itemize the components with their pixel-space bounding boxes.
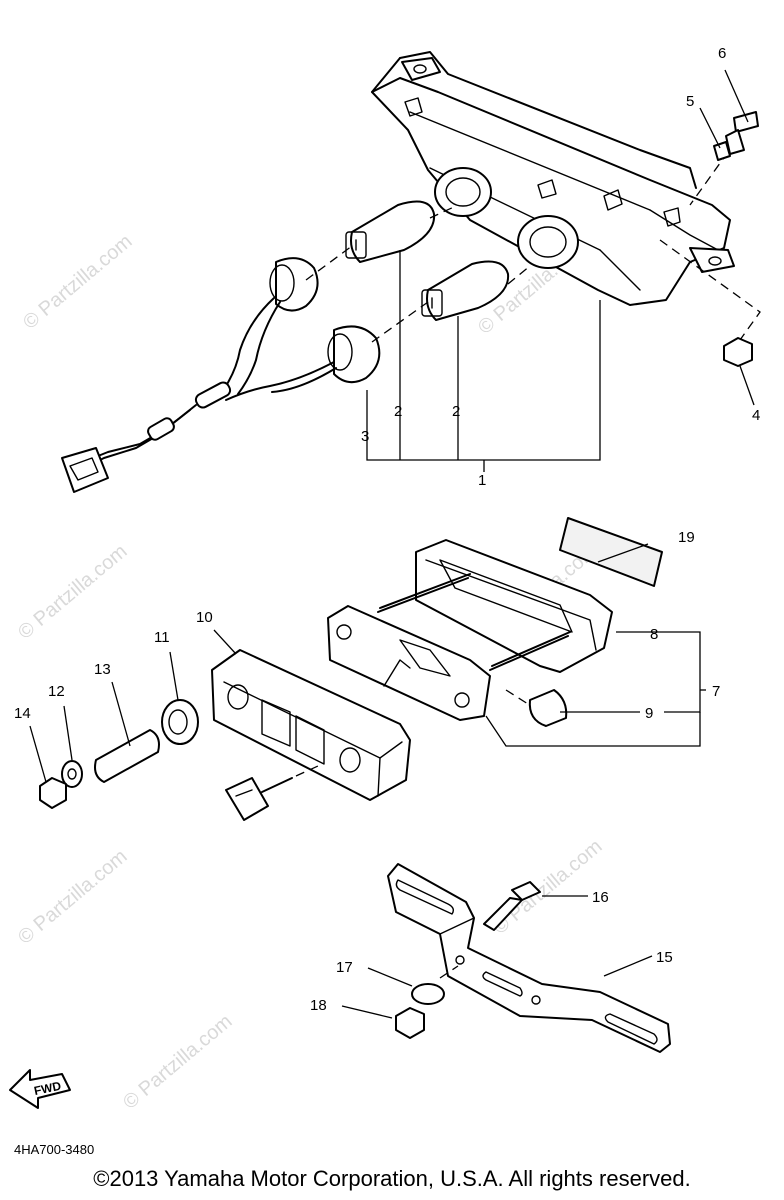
callout-16: 16 <box>592 889 609 906</box>
gasket-plate <box>327 605 491 721</box>
callout-4: 4 <box>752 407 760 424</box>
watermark: © Partzilla.com <box>489 835 606 938</box>
leader-lines-bottom <box>341 895 653 1019</box>
washer-17 <box>411 983 445 1005</box>
callout-7: 7 <box>712 683 720 700</box>
nut-18 <box>395 1007 425 1039</box>
callout-9: 9 <box>645 705 653 722</box>
grommet-5 <box>713 141 731 161</box>
forward-arrow-label: FWD <box>33 1079 63 1098</box>
leader-lines-top <box>366 69 755 472</box>
callout-8: 8 <box>650 626 658 643</box>
callout-14: 14 <box>14 705 31 722</box>
callout-2: 2 <box>394 403 402 420</box>
watermark: © Partzilla.com <box>119 1010 236 1113</box>
callout-2: 2 <box>452 403 460 420</box>
bracket-10 <box>211 649 411 801</box>
callout-12: 12 <box>48 683 65 700</box>
leader-lines-middle <box>29 543 706 783</box>
callout-11: 11 <box>154 629 170 646</box>
washer-12 <box>61 760 83 788</box>
callout-18: 18 <box>310 997 327 1014</box>
forward-arrow-icon: FWD <box>9 1069 71 1109</box>
lens-cover-19 <box>559 517 663 587</box>
copyright-notice: ©2013 Yamaha Motor Corporation, U.S.A. A… <box>93 1166 691 1191</box>
bulb-9 <box>505 689 568 727</box>
callout-15: 15 <box>656 949 673 966</box>
watermark: © Partzilla.com <box>14 540 131 643</box>
callout-13: 13 <box>94 661 111 678</box>
diagram-code: 4HA700-3480 <box>14 1142 95 1157</box>
wire-harness <box>61 257 381 493</box>
tail-light-housing <box>371 51 735 306</box>
callout-labels: 1 2 2 3 4 5 6 7 8 9 10 11 12 13 14 15 16… <box>14 45 760 1014</box>
nut-4 <box>723 337 753 367</box>
bolt-6 <box>725 111 759 155</box>
watermark: © Partzilla.com <box>14 845 131 948</box>
nut-14 <box>39 777 67 809</box>
bulb-upper <box>345 200 436 263</box>
callout-10: 10 <box>196 609 213 626</box>
grommet-11 <box>161 699 199 745</box>
callout-3: 3 <box>361 428 369 445</box>
watermark: © Partzilla.com <box>19 230 136 333</box>
bolt-16 <box>483 881 541 931</box>
studs <box>377 573 571 671</box>
callout-6: 6 <box>718 45 726 62</box>
bracket-15 <box>387 863 671 1053</box>
bulb-lower <box>421 260 510 321</box>
callout-19: 19 <box>678 529 695 546</box>
connector <box>225 765 319 821</box>
callout-1: 1 <box>478 472 486 489</box>
callout-17: 17 <box>336 959 353 976</box>
collar-13 <box>94 729 160 783</box>
callout-5: 5 <box>686 93 694 110</box>
